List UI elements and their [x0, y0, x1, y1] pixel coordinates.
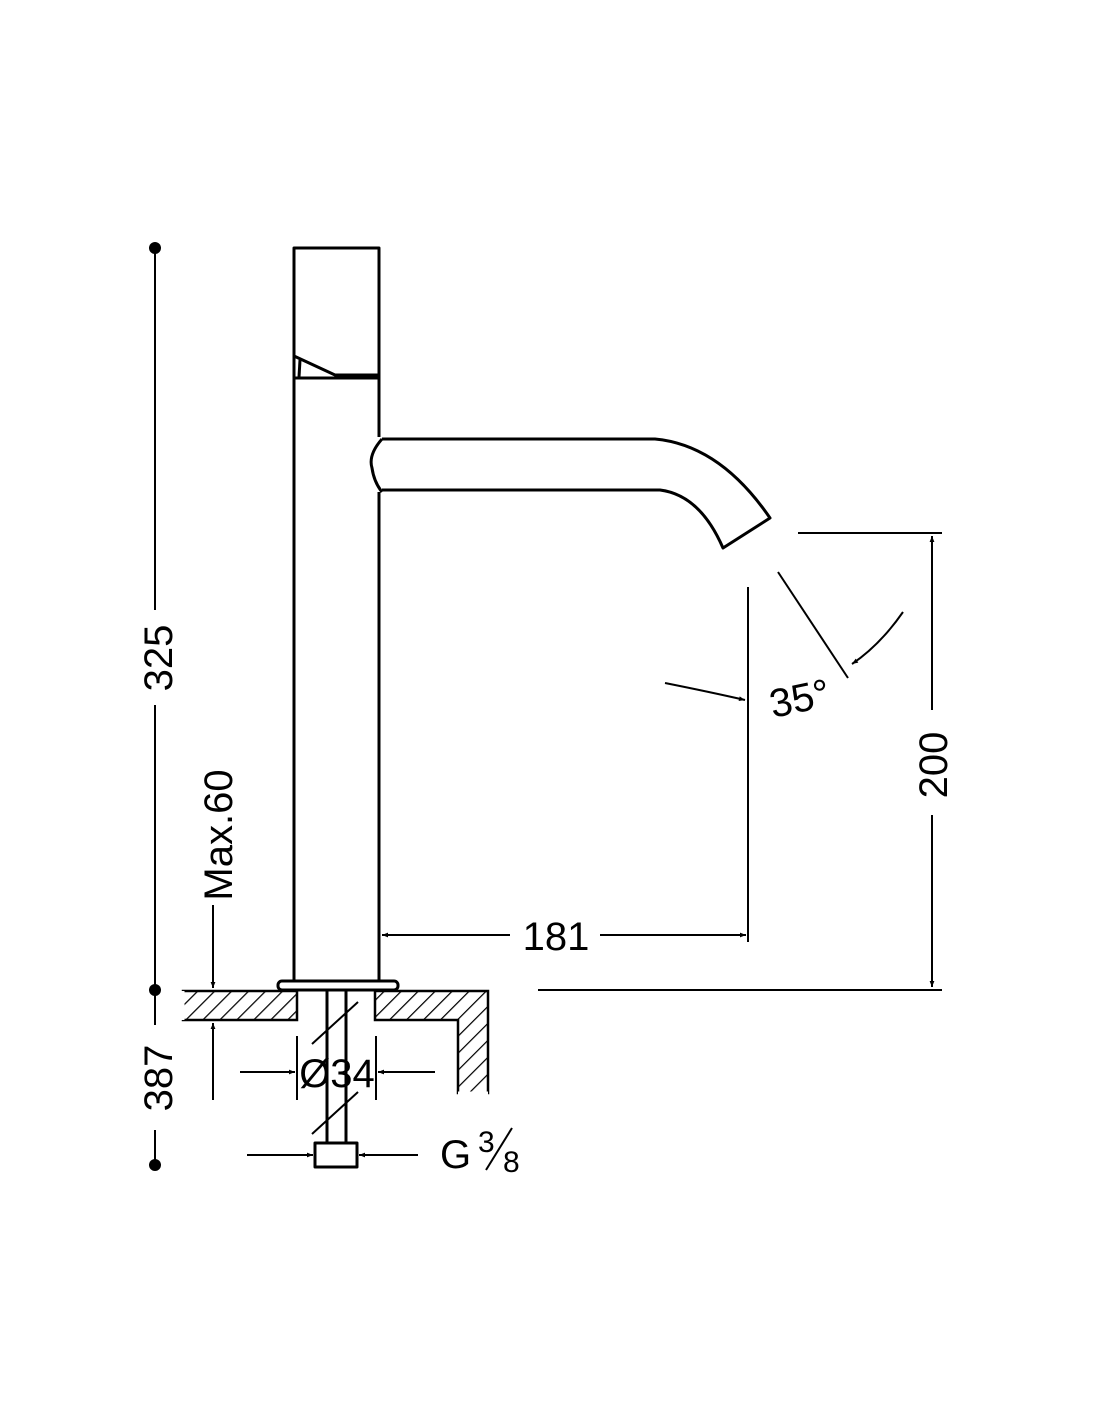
hole-diameter-dimension — [240, 1036, 435, 1100]
dimension-200-label: 200 — [912, 732, 956, 799]
faucet-spout — [369, 437, 772, 550]
base-flange — [276, 979, 400, 992]
dimension-dot — [149, 242, 161, 254]
max-60-label: Max.60 — [197, 769, 241, 900]
height-dimension-line — [149, 242, 161, 1171]
thread-denominator: 8 — [503, 1146, 520, 1179]
countertop-section — [181, 989, 490, 1095]
connector-nut — [313, 1141, 359, 1169]
thread-numerator: 3 — [478, 1126, 495, 1159]
diameter-34-label: Ø34 — [299, 1052, 375, 1096]
faucet-handle — [292, 246, 381, 378]
angle-35-label: 35° — [766, 671, 834, 727]
dimension-dot — [149, 1159, 161, 1171]
dimension-dot — [149, 984, 161, 996]
reach-dimension — [382, 587, 749, 942]
spout-height-dimension — [538, 532, 942, 991]
dimension-387-label: 387 — [137, 1045, 181, 1112]
thread-g-label: G — [440, 1133, 471, 1177]
fraction-slash — [485, 1127, 513, 1171]
spout-angle-dimension — [664, 571, 904, 702]
faucet-body — [292, 376, 381, 980]
dimension-325-label: 325 — [137, 625, 181, 692]
dimension-181-label: 181 — [523, 915, 590, 959]
supply-pipe — [311, 991, 359, 1169]
